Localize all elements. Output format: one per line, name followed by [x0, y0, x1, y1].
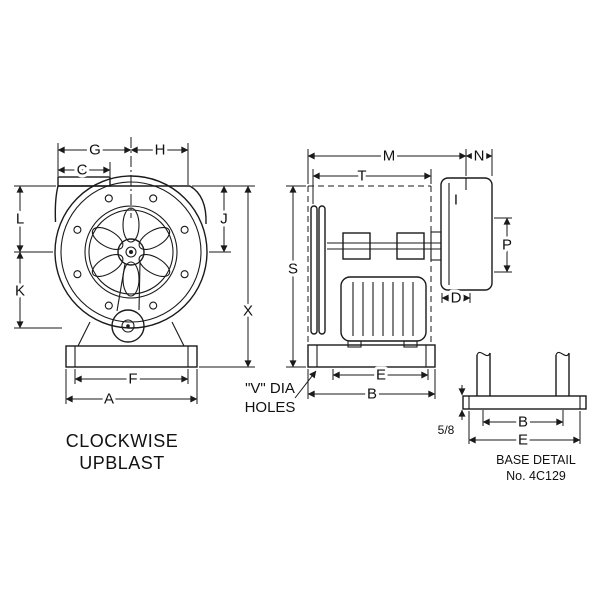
- front-base: [65, 345, 198, 368]
- dim-label-N: N: [474, 148, 485, 165]
- dim-label-E: E: [518, 432, 528, 449]
- base-rect: [307, 344, 436, 368]
- hub-center: [129, 250, 133, 254]
- side-base: [307, 344, 436, 368]
- sheave-disc: [310, 205, 318, 335]
- bolt-hole: [73, 270, 82, 279]
- belt-left: [116, 263, 126, 312]
- shaft-and-bearings: [327, 232, 441, 260]
- base-detail-title-line1: BASE DETAIL: [496, 453, 576, 467]
- bearing-block: [342, 232, 371, 260]
- belt-drive: [77, 262, 185, 347]
- motor-foot: [403, 340, 418, 348]
- v-dia-holes-note: "V" DIA HOLES: [245, 370, 317, 416]
- dim-label-J: J: [220, 211, 228, 228]
- pulley-bore: [121, 319, 135, 333]
- pulley-center: [126, 324, 130, 328]
- base-detail: B E 5/8 BASE DETAIL No. 4C129: [435, 351, 587, 483]
- bolt-hole: [104, 301, 113, 310]
- left-channel: [476, 351, 491, 396]
- break-line: [476, 351, 491, 357]
- dim-label-F: F: [128, 371, 137, 388]
- sheave-disc: [318, 205, 326, 335]
- dim-label-K: K: [15, 283, 25, 300]
- dim-label-D: D: [451, 290, 462, 307]
- support-right: [171, 321, 185, 347]
- break-line: [555, 351, 570, 357]
- base-detail-title-line2: No. 4C129: [506, 469, 566, 483]
- fan-wheel: [91, 207, 171, 297]
- housing-left-edge: [54, 185, 59, 223]
- motor-end-housing: I: [430, 177, 493, 291]
- front-dimensions: G H C L K J X F A: [12, 137, 256, 411]
- side-view: I: [245, 145, 515, 417]
- dim-label-H: H: [155, 142, 166, 159]
- front-view: G H C L K J X F A CLOCKWISE UPBLAST: [12, 137, 256, 473]
- bolt-hole: [104, 194, 113, 203]
- side-dimensions: M N T S P D E B: [285, 145, 515, 406]
- dim-label-E: E: [376, 367, 386, 384]
- motor-body: [340, 276, 427, 348]
- base-detail-title: BASE DETAIL No. 4C129: [496, 453, 576, 483]
- dim-label-A: A: [104, 391, 114, 408]
- bolt-hole: [180, 270, 189, 279]
- base-plate: [462, 395, 587, 410]
- right-channel: [555, 351, 570, 396]
- bolt-hole: [149, 194, 158, 203]
- wheel-blade: [91, 226, 124, 251]
- wheel-blade: [138, 253, 171, 278]
- dim-label-I: I: [454, 192, 458, 209]
- bolt-hole: [180, 225, 189, 234]
- dim-label-G: G: [89, 142, 101, 159]
- wheel-blade: [122, 261, 140, 297]
- holes-note-line2: HOLES: [245, 399, 296, 416]
- wheel-hub: [117, 238, 145, 266]
- dim-label-X: X: [243, 303, 253, 320]
- dim-label-M: M: [383, 148, 396, 165]
- front-caption: CLOCKWISE UPBLAST: [66, 431, 179, 473]
- inlet-ring: [84, 205, 178, 299]
- outlet-flange: [57, 176, 111, 187]
- hub-bore: [125, 246, 137, 258]
- wheel-blade: [91, 253, 124, 278]
- dim-label-thickness: 5/8: [438, 423, 455, 437]
- dim-label-P: P: [502, 237, 512, 254]
- shaft-coupling: [430, 231, 442, 261]
- dim-label-B: B: [518, 414, 528, 431]
- drive-sheave: [310, 205, 326, 335]
- bolt-hole: [149, 301, 158, 310]
- dim-label-C: C: [77, 162, 88, 179]
- bearing-block: [396, 232, 425, 260]
- dim-label-L: L: [16, 211, 24, 228]
- motor-foot: [347, 340, 362, 348]
- holes-note-line1: "V" DIA: [245, 380, 295, 397]
- belt-right: [138, 262, 141, 311]
- dim-label-T: T: [357, 168, 366, 185]
- caption-line2: UPBLAST: [79, 453, 165, 473]
- bolt-hole: [73, 225, 82, 234]
- housing-outline-hidden: [307, 185, 432, 345]
- dim-label-B: B: [367, 386, 377, 403]
- motor-shell: [340, 276, 427, 342]
- caption-line1: CLOCKWISE: [66, 431, 179, 451]
- support-left: [77, 321, 91, 347]
- scroll-cutoff: [189, 185, 207, 225]
- holes-leader-arrow: [294, 370, 317, 399]
- base-rect: [65, 345, 198, 368]
- dim-label-S: S: [288, 261, 298, 278]
- base-detail-dimensions: B E 5/8: [435, 385, 581, 452]
- pulley: [111, 309, 145, 343]
- wheel-blade: [138, 226, 171, 251]
- bolt-holes: [73, 194, 189, 310]
